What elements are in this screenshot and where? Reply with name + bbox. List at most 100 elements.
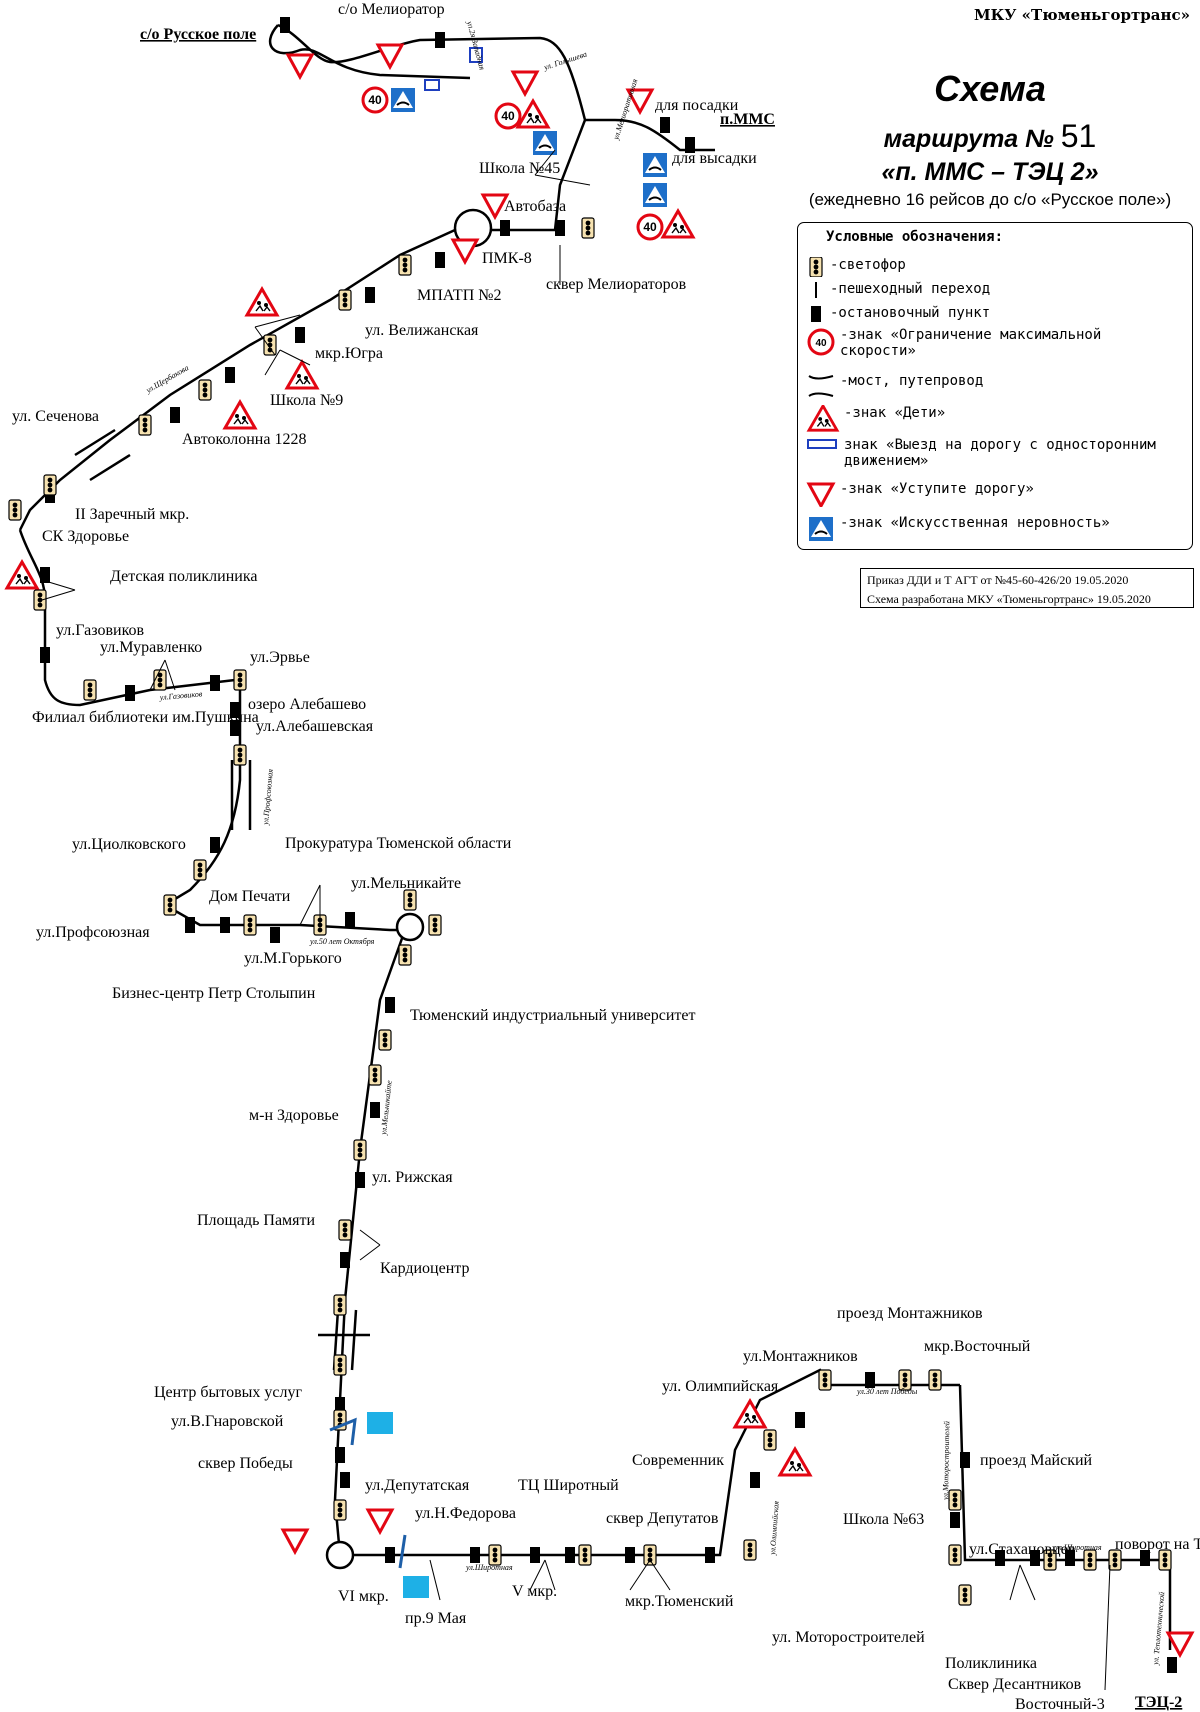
stop-label: сквер Мелиораторов (546, 276, 687, 293)
stop-label: Школа №45 (479, 160, 560, 177)
legend-row: -знак «Искусственная неровность» (806, 515, 1186, 543)
svg-text:40: 40 (368, 93, 382, 107)
stop-labels: с/о Русское поле с/о Мелиоратор для поса… (12, 1, 1200, 1712)
svg-text:ул. Теплотехнической: ул. Теплотехнической (1151, 1592, 1166, 1667)
stop-label: ул.Стахановцев (969, 1541, 1076, 1558)
svg-text:ул. Голышева: ул. Голышева (542, 50, 588, 73)
stop-label: Дом Печати (209, 888, 291, 905)
svg-text:40: 40 (501, 109, 515, 123)
stop-label: Сквер Десантников (948, 1676, 1082, 1693)
stop-label: озеро Алебашево (248, 696, 366, 713)
traffic-light-icon (809, 257, 823, 277)
stop-label: Прокуратура Тюменской области (285, 835, 512, 852)
svg-text:40: 40 (643, 220, 657, 234)
stop-label: для посадки (655, 97, 739, 114)
terminal-mms-label: п.ММС (720, 111, 775, 128)
stop-label: ул. Сеченова (12, 408, 99, 425)
legend-row: 40 -знак «Ограничение максимальной скоро… (806, 327, 1186, 359)
stop-label: для высадки (672, 150, 757, 167)
stop-label: ул.Циолковского (72, 836, 186, 853)
route-title-prefix: маршрута № (883, 125, 1054, 153)
stop-label: ул. Олимпийская (662, 1378, 779, 1395)
stop-label: II Заречный мкр. (75, 506, 189, 523)
legend-row: -светофор (806, 257, 1186, 277)
crossing-icon (815, 282, 817, 298)
legend-row: знак «Выезд на дорогу с односторонним дв… (806, 437, 1186, 469)
oneway-sign (469, 47, 483, 63)
schedule-note: (ежедневно 16 рейсов до с/о «Русское пол… (808, 190, 1172, 209)
svg-text:ул.Широтная: ул.Широтная (1054, 1543, 1102, 1552)
stop-label: ул.Муравленко (100, 639, 202, 656)
stop-label: VI мкр. (338, 1588, 389, 1605)
stop-label: мкр.Тюменский (625, 1593, 734, 1610)
route-endpoints: «п. ММС – ТЭЦ 2» (881, 158, 1099, 186)
stop-label: ул.Эрвье (250, 649, 310, 666)
pedestrian-path (329, 1417, 357, 1446)
stop-icon (811, 306, 821, 322)
svg-text:ул.Щербакова: ул.Щербакова (144, 363, 191, 395)
stop-label: сквер Победы (198, 1455, 293, 1472)
route-number: 51 (1060, 118, 1097, 154)
speed-bump-sign-icon (808, 516, 834, 542)
speed-sign-values: 40 40 40 (368, 93, 657, 234)
stop-label: ул.В.Гнаровской (171, 1413, 284, 1430)
stop-label: V мкр. (512, 1583, 557, 1600)
stop-label: пр.9 Мая (405, 1610, 467, 1627)
svg-text:ул.Моторостроителей: ул.Моторостроителей (941, 1421, 951, 1501)
leader-lines (41, 149, 1111, 1691)
stop-label: мкр.Югра (315, 345, 383, 362)
terminal-start-label: с/о Русское поле (140, 26, 256, 43)
roundabout-deputatskaya (325, 1540, 355, 1570)
roundabout-melnikaite (395, 912, 425, 942)
pedestrian-sign (403, 1576, 429, 1598)
legend-row: -пешеходный переход (806, 281, 1186, 299)
stop-label: ул. Велижанская (365, 322, 479, 339)
scheme-title: Схема (934, 68, 1046, 109)
svg-text:ул.Олимпийская: ул.Олимпийская (768, 1500, 781, 1556)
stop-label: ПМК-8 (482, 250, 532, 267)
stop-label: ул.Профсоюзная (36, 924, 150, 941)
bridge-marks (74, 428, 370, 1371)
stop-label: поворот на ТЭЦ 2 (1115, 1536, 1200, 1553)
stop-label: МПАТП №2 (417, 287, 502, 304)
svg-text:ул.Мелиоративная: ул.Мелиоративная (611, 78, 639, 142)
stop-label: сквер Депутатов (606, 1510, 719, 1527)
order-note: Приказ ДДИ и Т АГТ от №45-60-426/20 19.0… (860, 568, 1194, 608)
stop-label: Автоколонна 1228 (182, 431, 306, 448)
stop-label: ул.Газовиков (56, 622, 145, 639)
stop-label: проезд Майский (980, 1452, 1093, 1469)
svg-text:ул.30 лет Победы: ул.30 лет Победы (856, 1387, 918, 1396)
stop-label: с/о Мелиоратор (338, 1, 445, 18)
legend-row: -знак «Уступите дорогу» (806, 481, 1186, 507)
svg-text:ул.Профсоюзная: ул.Профсоюзная (261, 768, 275, 826)
svg-text:ул.Мельникайте: ул.Мельникайте (379, 1079, 394, 1136)
legend-row: -остановочный пункт (806, 305, 1186, 323)
stop-label: ул.Монтажников (743, 1348, 858, 1365)
svg-text:ул.2я Западная: ул.2я Западная (465, 19, 487, 71)
pedestrian-sign (367, 1412, 393, 1434)
stop-label: Школа №63 (843, 1511, 924, 1528)
oneway-sign (424, 79, 440, 91)
stop-label: Площадь Памяти (197, 1212, 316, 1229)
stop-label: Современник (632, 1452, 724, 1469)
oneway-sign-icon (807, 439, 837, 449)
organization: МКУ «Тюменьгортранс» (974, 6, 1190, 24)
stop-label: СК Здоровье (42, 528, 129, 545)
terminal-end-label: ТЭЦ-2 (1135, 1694, 1182, 1711)
children-sign-icon (807, 405, 839, 432)
stop-label: Кардиоцентр (380, 1260, 469, 1277)
stop-label: ТЦ Широтный (518, 1477, 619, 1494)
stop-label: ул. Моторостроителей (772, 1629, 925, 1646)
speed-limit-icon: 40 (807, 328, 835, 356)
pedestrian-path (398, 1534, 407, 1569)
svg-text:ул.Широтная: ул.Широтная (465, 1563, 513, 1572)
legend: Условные обозначения: -светофор -пешеход… (797, 222, 1193, 550)
stop-label: Школа №9 (270, 392, 343, 409)
stop-label: Восточный-3 (1015, 1696, 1105, 1712)
bridge-icon (808, 375, 834, 397)
stop-label: ул.Депутатская (365, 1477, 470, 1494)
stop-label: Бизнес-центр Петр Столыпин (112, 985, 316, 1002)
route-title: маршрута № 51 (780, 118, 1200, 155)
